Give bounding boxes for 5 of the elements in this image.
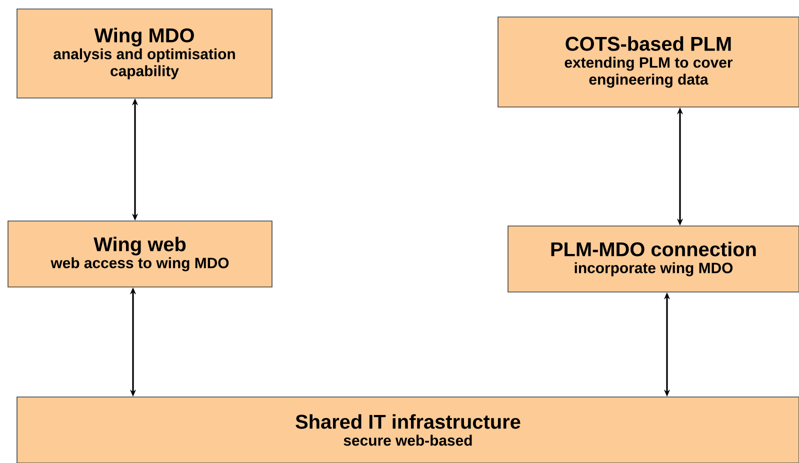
process-box: PLM-MDO connection incorporate wing MDO: [508, 226, 799, 292]
process-box: Shared IT infrastructure secure web-based: [16, 396, 799, 463]
process-box: Wing web web access to wing MDO: [8, 220, 272, 288]
process-box: Wing MDO analysis and optimisation capability: [16, 8, 272, 98]
process-box: COTS-based PLM extending PLM to cover engineering data: [498, 16, 799, 108]
